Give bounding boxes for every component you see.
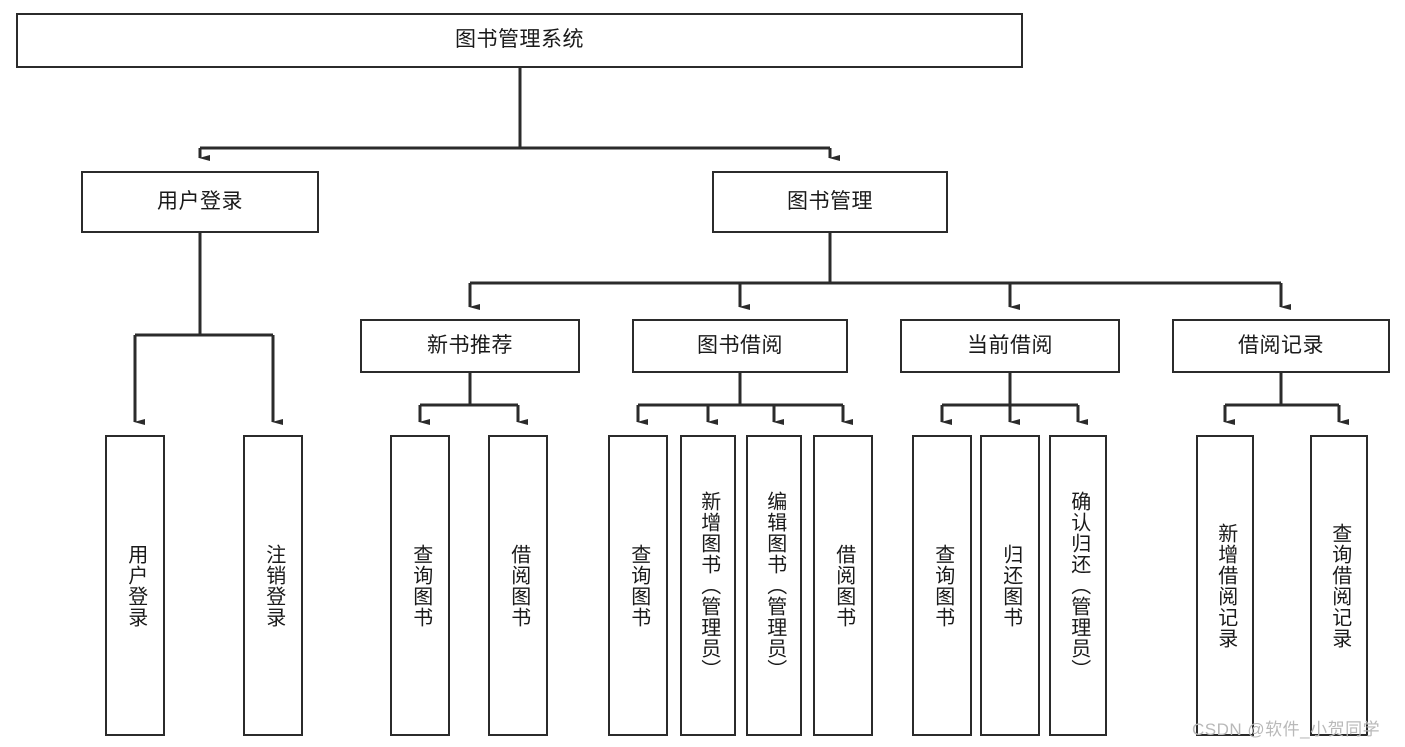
node-leaf-add-record[interactable]: 新增借阅记录 <box>1196 435 1254 736</box>
node-leaf-query-book-3[interactable]: 查询图书 <box>912 435 972 736</box>
node-leaf-borrow-book-1[interactable]: 借阅图书 <box>488 435 548 736</box>
node-user-login[interactable]: 用户登录 <box>81 171 319 233</box>
node-book-borrow[interactable]: 图书借阅 <box>632 319 848 373</box>
node-book-borrow-label: 图书借阅 <box>697 333 783 357</box>
node-leaf-borrow-book-2[interactable]: 借阅图书 <box>813 435 873 736</box>
node-new-book-rec-label: 新书推荐 <box>427 333 513 357</box>
node-current-borrow-label: 当前借阅 <box>967 333 1053 357</box>
node-root-label: 图书管理系统 <box>455 28 584 52</box>
node-leaf-user-login-label: 用户登录 <box>124 543 147 628</box>
node-leaf-query-book-1[interactable]: 查询图书 <box>390 435 450 736</box>
node-book-manage-label: 图书管理 <box>787 189 873 213</box>
node-leaf-query-book-2-label: 查询图书 <box>627 543 650 628</box>
node-book-manage[interactable]: 图书管理 <box>712 171 948 233</box>
node-user-login-label: 用户登录 <box>157 189 243 213</box>
node-leaf-confirm-return[interactable]: 确认归还（管理员） <box>1049 435 1107 736</box>
node-leaf-borrow-book-1-label: 借阅图书 <box>507 543 530 628</box>
node-leaf-borrow-book-2-label: 借阅图书 <box>832 543 855 628</box>
node-leaf-add-book-label: 新增图书（管理员） <box>697 491 720 680</box>
node-root[interactable]: 图书管理系统 <box>16 13 1023 68</box>
node-borrow-record[interactable]: 借阅记录 <box>1172 319 1390 373</box>
node-leaf-query-book-3-label: 查询图书 <box>931 543 954 628</box>
node-leaf-add-book[interactable]: 新增图书（管理员） <box>680 435 736 736</box>
node-leaf-query-book-1-label: 查询图书 <box>409 543 432 628</box>
node-leaf-query-record[interactable]: 查询借阅记录 <box>1310 435 1368 736</box>
node-leaf-edit-book-label: 编辑图书（管理员） <box>763 491 786 680</box>
node-leaf-add-record-label: 新增借阅记录 <box>1214 522 1237 649</box>
node-leaf-query-record-label: 查询借阅记录 <box>1328 522 1351 649</box>
node-leaf-user-login[interactable]: 用户登录 <box>105 435 165 736</box>
node-leaf-edit-book[interactable]: 编辑图书（管理员） <box>746 435 802 736</box>
csdn-watermark: CSDN @软件_小贺同学 <box>1192 720 1381 739</box>
node-leaf-return-book[interactable]: 归还图书 <box>980 435 1040 736</box>
node-leaf-confirm-return-label: 确认归还（管理员） <box>1067 491 1090 680</box>
node-new-book-rec[interactable]: 新书推荐 <box>360 319 580 373</box>
node-leaf-logout[interactable]: 注销登录 <box>243 435 303 736</box>
node-leaf-query-book-2[interactable]: 查询图书 <box>608 435 668 736</box>
node-current-borrow[interactable]: 当前借阅 <box>900 319 1120 373</box>
node-leaf-return-book-label: 归还图书 <box>999 543 1022 628</box>
node-leaf-logout-label: 注销登录 <box>262 543 285 628</box>
node-borrow-record-label: 借阅记录 <box>1238 333 1324 357</box>
